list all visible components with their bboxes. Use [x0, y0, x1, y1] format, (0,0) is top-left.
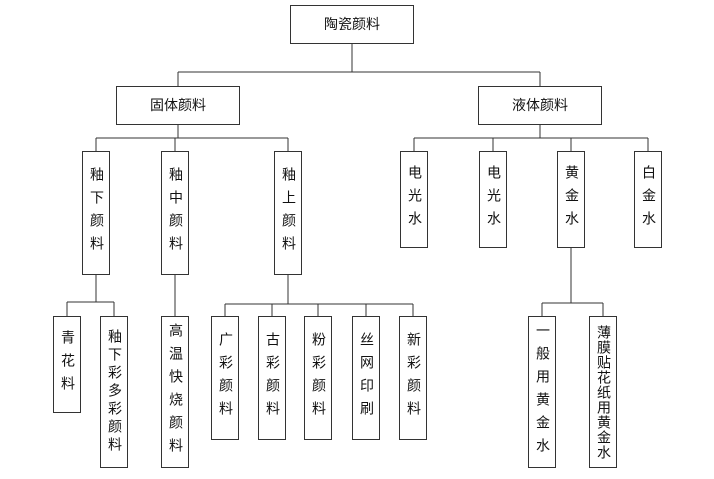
leaf-qinghua-label: 青花料: [59, 330, 75, 399]
leaf-underglaze-multicolor: 釉下彩多彩颜料: [100, 316, 128, 468]
leaf-xincai-label: 新彩颜料: [405, 332, 421, 424]
node-overglaze: 釉上颜料: [274, 151, 302, 275]
leaf-xincai: 新彩颜料: [399, 316, 427, 440]
leaf-decal-gold-label: 薄膜贴花纸用黄金水: [595, 324, 611, 460]
leaf-gucai-label: 古彩颜料: [264, 332, 280, 424]
leaf-decal-gold: 薄膜贴花纸用黄金水: [589, 316, 617, 468]
node-liquid: 液体颜料: [478, 86, 602, 125]
node-liquid-gold-label: 黄金水: [563, 165, 579, 234]
node-root-label: 陶瓷颜料: [324, 16, 380, 33]
leaf-fencai: 粉彩颜料: [304, 316, 332, 440]
leaf-general-gold: 一般用黄金水: [528, 316, 556, 468]
node-underglaze-label: 釉下颜料: [88, 167, 104, 259]
leaf-qinghua: 青花料: [53, 316, 81, 413]
node-inglaze: 釉中颜料: [161, 151, 189, 275]
leaf-general-gold-label: 一般用黄金水: [534, 323, 550, 461]
leaf-underglaze-multicolor-label: 釉下彩多彩颜料: [106, 329, 122, 455]
leaf-screen-print: 丝网印刷: [352, 316, 380, 440]
leaf-guangcai-label: 广彩颜料: [217, 332, 233, 424]
leaf-fencai-label: 粉彩颜料: [310, 332, 326, 424]
node-liquid-label: 液体颜料: [512, 97, 568, 114]
node-liquid-gold: 黄金水: [557, 151, 585, 248]
node-underglaze: 釉下颜料: [82, 151, 110, 275]
node-solid-label: 固体颜料: [150, 97, 206, 114]
node-root: 陶瓷颜料: [290, 5, 414, 44]
leaf-gucai: 古彩颜料: [258, 316, 286, 440]
leaf-high-temp-fast-fire: 高温快烧颜料: [161, 316, 189, 468]
node-overglaze-label: 釉上颜料: [280, 167, 296, 259]
leaf-guangcai: 广彩颜料: [211, 316, 239, 440]
node-luster-2: 电光水: [479, 151, 507, 248]
leaf-high-temp-fast-fire-label: 高温快烧颜料: [167, 323, 183, 461]
node-liquid-platinum-label: 白金水: [640, 165, 656, 234]
node-inglaze-label: 釉中颜料: [167, 167, 183, 259]
node-solid: 固体颜料: [116, 86, 240, 125]
node-luster-1: 电光水: [400, 151, 428, 248]
node-liquid-platinum: 白金水: [634, 151, 662, 248]
leaf-screen-print-label: 丝网印刷: [358, 332, 374, 424]
node-luster-2-label: 电光水: [485, 165, 501, 234]
node-luster-1-label: 电光水: [406, 165, 422, 234]
